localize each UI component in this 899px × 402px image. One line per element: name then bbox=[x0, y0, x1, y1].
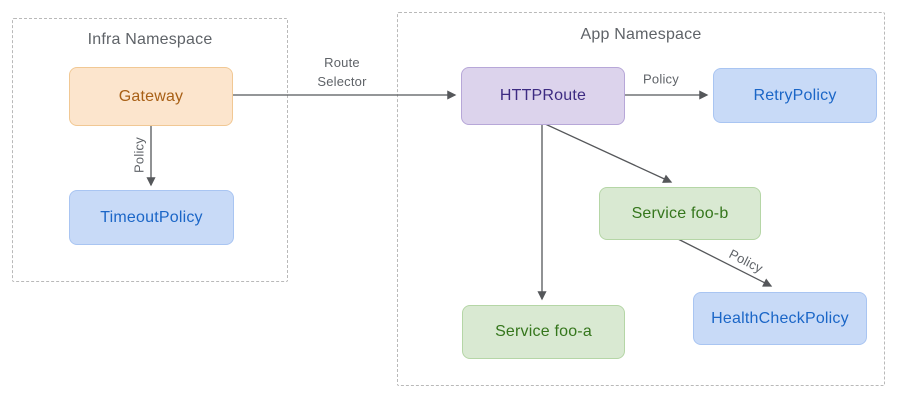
infra-namespace-title: Infra Namespace bbox=[87, 31, 213, 48]
node-gateway: Gateway bbox=[69, 67, 233, 126]
app-namespace-box: App Namespace bbox=[397, 12, 885, 386]
app-namespace-title: App Namespace bbox=[580, 26, 702, 43]
service-foo-b-label: Service foo-b bbox=[631, 204, 729, 222]
timeout-policy-label: TimeoutPolicy bbox=[100, 208, 203, 226]
node-service-foo-b: Service foo-b bbox=[599, 187, 761, 240]
httproute-label: HTTPRoute bbox=[499, 87, 587, 104]
gateway-label: Gateway bbox=[118, 87, 184, 105]
service-foo-a-label: Service foo-a bbox=[495, 323, 592, 340]
edge-label-route-selector: Route Selector bbox=[317, 55, 367, 89]
node-httproute: HTTPRoute bbox=[461, 67, 625, 125]
retry-policy-label: RetryPolicy bbox=[753, 86, 837, 104]
edge-label-policy-gateway-timeout: Policy bbox=[131, 137, 147, 173]
health-check-policy-label: HealthCheckPolicy bbox=[711, 309, 849, 327]
infra-namespace-box: Infra Namespace bbox=[12, 18, 288, 282]
node-retry-policy: RetryPolicy bbox=[713, 68, 877, 123]
edge-label-policy-retry: Policy bbox=[643, 71, 679, 87]
node-service-foo-a: Service foo-a bbox=[462, 305, 625, 359]
node-timeout-policy: TimeoutPolicy bbox=[69, 190, 234, 245]
node-health-check-policy: HealthCheckPolicy bbox=[693, 292, 867, 345]
